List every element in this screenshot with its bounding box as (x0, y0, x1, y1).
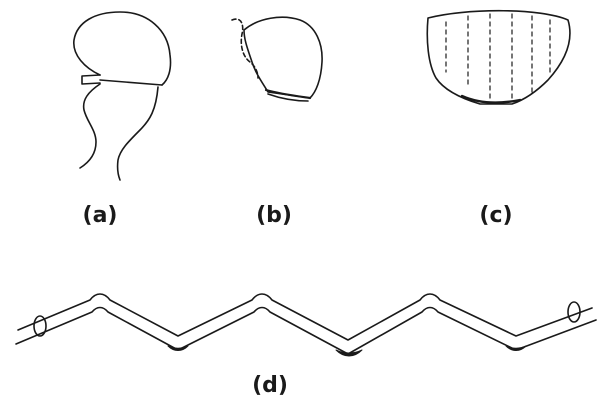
panel-d-left-loop (34, 316, 46, 336)
panel-d-right-loop (568, 302, 580, 322)
panel-c-drawing (427, 11, 570, 104)
panel-d-sag-2 (336, 350, 362, 356)
panel-c-outline (427, 11, 570, 104)
panel-a-drawing (74, 12, 171, 180)
panel-b-outline (244, 17, 322, 98)
panel-d-drawing (16, 294, 596, 356)
panel-label-a: (a) (83, 203, 118, 228)
panel-a-lower-right (118, 87, 158, 180)
panel-b-band (266, 90, 310, 98)
panel-label-d: (d) (252, 373, 288, 398)
panel-a-constriction (100, 80, 162, 85)
panel-b-drawing (232, 17, 322, 101)
panel-a-lower-left (80, 84, 100, 168)
panel-label-c: (c) (479, 203, 512, 228)
panel-a-upper-bulb (74, 12, 171, 85)
panel-label-b: (b) (256, 203, 292, 228)
panel-d-strip-top (18, 294, 592, 340)
panel-a-lip (82, 75, 100, 84)
panel-c-dashed-guides (446, 14, 550, 100)
